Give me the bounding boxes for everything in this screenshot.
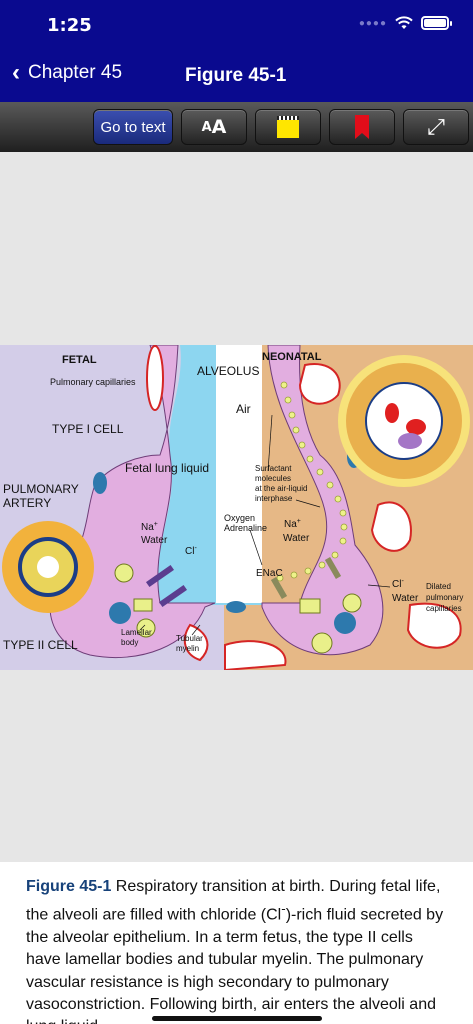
nav-bar: ‹ Chapter 45 Figure 45-1 — [0, 50, 473, 102]
wifi-icon — [395, 16, 413, 29]
label-dilated-2: pulmonary — [426, 593, 463, 602]
status-bar: 1:25 ●●●● — [0, 0, 473, 50]
signal-icon: ●●●● — [358, 17, 387, 29]
label-fetal-fluid: Fetal lung liquid — [125, 461, 209, 475]
expand-button[interactable]: ⤢ — [403, 109, 469, 145]
label-pulmonary: PULMONARY — [3, 482, 79, 496]
label-water-mid: Water — [283, 533, 310, 544]
note-button[interactable] — [255, 109, 321, 145]
label-air: Air — [236, 402, 251, 416]
back-label: Chapter 45 — [28, 62, 123, 83]
caption-label: Figure 45-1 — [26, 878, 112, 895]
status-icons: ●●●● — [358, 16, 452, 30]
bookmark-button[interactable] — [329, 109, 395, 145]
label-tubular-2: myelin — [176, 644, 199, 653]
caption-text-2: )-rich fluid secreted by the alveolar ep… — [26, 906, 444, 1024]
chevron-left-icon: ‹ — [12, 59, 20, 86]
label-oxygen: Oxygen — [224, 513, 255, 523]
figure-caption: Figure 45-1 Respiratory transition at bi… — [0, 862, 473, 1024]
label-enac: ENaC — [256, 568, 283, 579]
label-type2: TYPE II CELL — [3, 638, 78, 652]
figure-image[interactable]: FETAL NEONATAL ALVEOLUS Pulmonary capill… — [0, 345, 473, 670]
caption-text: Respiratory transition at birth. During … — [26, 878, 441, 924]
note-icon — [277, 116, 299, 138]
label-lamellar-1: Lamellar — [121, 628, 152, 637]
page-title: Figure 45-1 — [185, 65, 287, 86]
expand-icon: ⤢ — [427, 114, 445, 139]
label-type1: TYPE I CELL — [52, 422, 124, 436]
label-na-right: Na+ — [284, 518, 301, 530]
label-dilated-3: capillaries — [426, 604, 462, 613]
label-neonatal: NEONATAL — [262, 351, 322, 363]
label-alveolus: ALVEOLUS — [197, 364, 259, 378]
label-water-left: Water — [141, 535, 168, 546]
label-surfactant-2: molecules — [255, 474, 291, 483]
label-adrenaline: Adrenaline — [224, 523, 267, 533]
bookmark-icon — [355, 115, 369, 139]
label-dilated-1: Dilated — [426, 582, 451, 591]
caption-sup: - — [281, 901, 286, 917]
label-tubular-1: Tubular — [176, 634, 203, 643]
label-surfactant-4: interphase — [255, 494, 293, 503]
home-indicator[interactable] — [152, 1016, 322, 1021]
label-cl-right: Cl- — [392, 578, 404, 590]
label-lamellar-2: body — [121, 638, 138, 647]
label-na: Na+ — [141, 521, 158, 533]
back-button[interactable]: ‹ Chapter 45 — [12, 59, 123, 86]
label-fetal: FETAL — [62, 354, 97, 366]
label-surfactant-3: at the air-liquid — [255, 484, 307, 493]
label-pulmonary-capillaries: Pulmonary capillaries — [50, 377, 136, 387]
label-artery: ARTERY — [3, 496, 51, 510]
label-surfactant-1: Surfactant — [255, 464, 292, 473]
go-to-text-button[interactable]: Go to text — [93, 109, 173, 145]
label-cl-left: Cl- — [185, 545, 197, 557]
battery-icon — [421, 16, 452, 30]
status-time: 1:25 — [47, 15, 92, 36]
label-water-right: Water — [392, 593, 419, 604]
